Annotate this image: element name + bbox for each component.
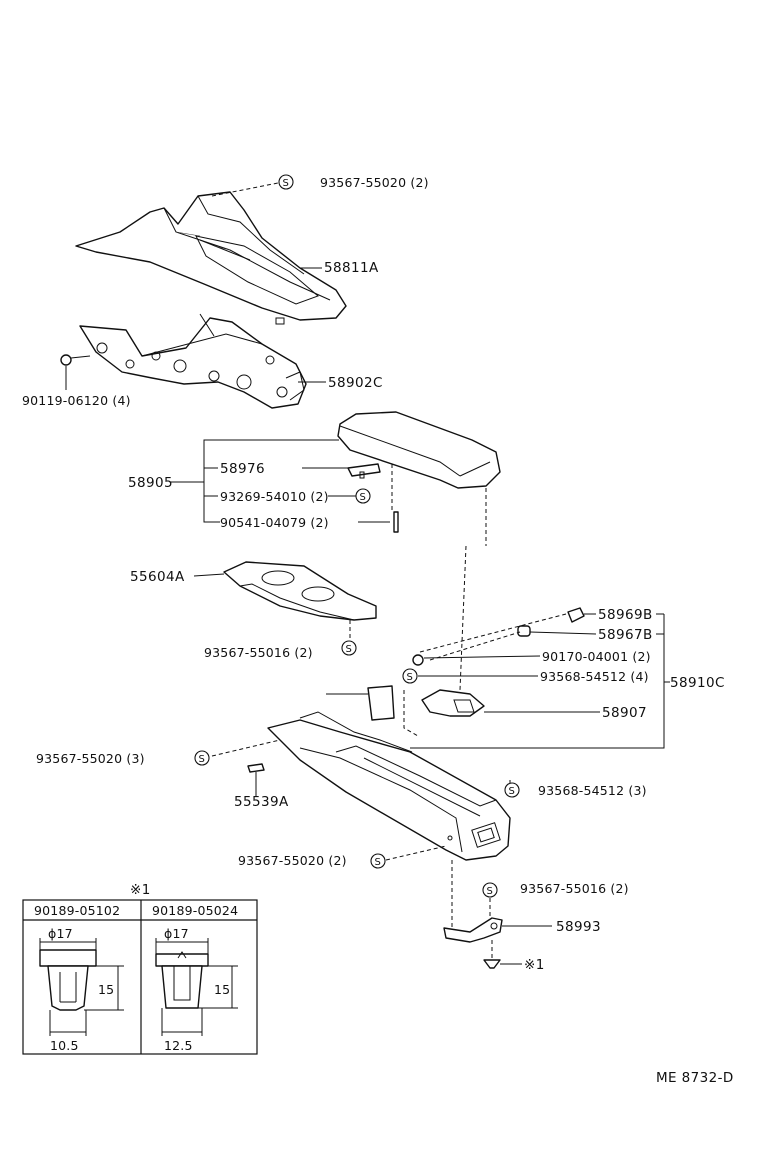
clip-col2-diameter: ϕ17 bbox=[164, 926, 189, 941]
lock-58907 bbox=[421, 689, 485, 717]
svg-text:93567-55020 (3): 93567-55020 (3) bbox=[36, 751, 145, 766]
svg-text:S: S bbox=[487, 886, 493, 897]
callout-90119-06120: 90119-06120 (4) bbox=[22, 393, 131, 408]
svg-text:S: S bbox=[199, 754, 205, 765]
svg-text:S: S bbox=[509, 786, 515, 797]
callout-90170-04001: 90170-04001 (2) bbox=[542, 649, 651, 664]
callout-93568-54512-b: S 93568-54512 (3) bbox=[504, 782, 647, 798]
callout-58967b: 58967B bbox=[598, 627, 653, 643]
callout-58976: 58976 bbox=[220, 461, 265, 477]
clip-screw-note1 bbox=[483, 959, 522, 969]
svg-text:93269-54010 (2): 93269-54010 (2) bbox=[220, 489, 329, 504]
clip-table-note: ※1 bbox=[130, 882, 151, 898]
clip-55539a bbox=[247, 763, 265, 796]
callout-58907: 58907 bbox=[602, 705, 647, 721]
clip-table: ※1 90189-05102 90189-05024 ϕ17 15 10.5 ϕ… bbox=[22, 882, 258, 1055]
bracket-58993 bbox=[443, 917, 503, 943]
part-58969b bbox=[567, 607, 596, 623]
callout-text: 93567-55020 (2) bbox=[320, 175, 429, 190]
callout-note1: ※1 bbox=[524, 957, 545, 973]
callout-93567-55020-top: S 93567-55020 (2) bbox=[278, 174, 429, 190]
callout-93567-55016-mid: 93567-55016 (2) S bbox=[204, 640, 357, 660]
hinge-58976 bbox=[347, 463, 381, 479]
drawing-code: ME 8732-D bbox=[656, 1070, 734, 1086]
svg-text:S: S bbox=[346, 644, 352, 655]
callout-90541-04079: 90541-04079 (2) bbox=[220, 515, 329, 530]
part-58967b bbox=[517, 625, 597, 637]
clip-col2-part: 90189-05024 bbox=[152, 903, 238, 918]
svg-text:93567-55016 (2): 93567-55016 (2) bbox=[520, 881, 629, 896]
callout-58993: 58993 bbox=[556, 919, 601, 935]
svg-text:S: S bbox=[375, 857, 381, 868]
bolt-90119-06120 bbox=[60, 354, 91, 390]
svg-text:S: S bbox=[360, 492, 366, 503]
callout-58969b: 58969B bbox=[598, 607, 653, 623]
shift-console-cover-58811a bbox=[75, 191, 347, 325]
callout-58811a: 58811A bbox=[324, 260, 379, 276]
inner-plate bbox=[367, 685, 395, 721]
clip-col1-height: 15 bbox=[98, 982, 114, 997]
svg-text:93567-55016 (2): 93567-55016 (2) bbox=[204, 645, 313, 660]
svg-text:93567-55020 (2): 93567-55020 (2) bbox=[238, 853, 347, 868]
clip-col1-diameter: ϕ17 bbox=[48, 926, 73, 941]
callout-58910c: 58910C bbox=[670, 675, 725, 691]
cup-holder-55604a bbox=[223, 561, 377, 621]
clip-col1-width: 10.5 bbox=[50, 1038, 79, 1053]
clip-col2-width: 12.5 bbox=[164, 1038, 193, 1053]
callout-93567-55016-bottom: S 93567-55016 (2) bbox=[482, 881, 629, 898]
console-bracket-58902c bbox=[79, 313, 307, 409]
svg-text:S: S bbox=[407, 672, 413, 683]
clip-90189-05102-drawing: ϕ17 15 10.5 bbox=[39, 926, 124, 1053]
svg-text:93568-54512 (4): 93568-54512 (4) bbox=[540, 669, 649, 684]
armrest-lid-58905 bbox=[337, 411, 501, 489]
callout-93269-54010: 93269-54010 (2) S bbox=[220, 488, 371, 504]
callout-55604a: 55604A bbox=[130, 569, 185, 585]
nut-90170-04001 bbox=[412, 654, 541, 666]
callout-58905: 58905 bbox=[128, 475, 173, 491]
clip-col2-height: 15 bbox=[214, 982, 230, 997]
callout-93567-55020-left: 93567-55020 (3) S bbox=[36, 750, 210, 766]
callout-93567-55020-bottom: 93567-55020 (2) S bbox=[238, 853, 386, 869]
svg-text:S: S bbox=[283, 178, 289, 189]
clip-col1-part: 90189-05102 bbox=[34, 903, 120, 918]
console-box bbox=[267, 711, 511, 861]
callout-93568-54512-a: S 93568-54512 (4) bbox=[402, 668, 649, 684]
svg-text:93568-54512 (3): 93568-54512 (3) bbox=[538, 783, 647, 798]
callout-55539a: 55539A bbox=[234, 794, 289, 810]
clip-90189-05024-drawing: ϕ17 15 12.5 bbox=[155, 926, 238, 1053]
callout-58902c: 58902C bbox=[328, 375, 383, 391]
